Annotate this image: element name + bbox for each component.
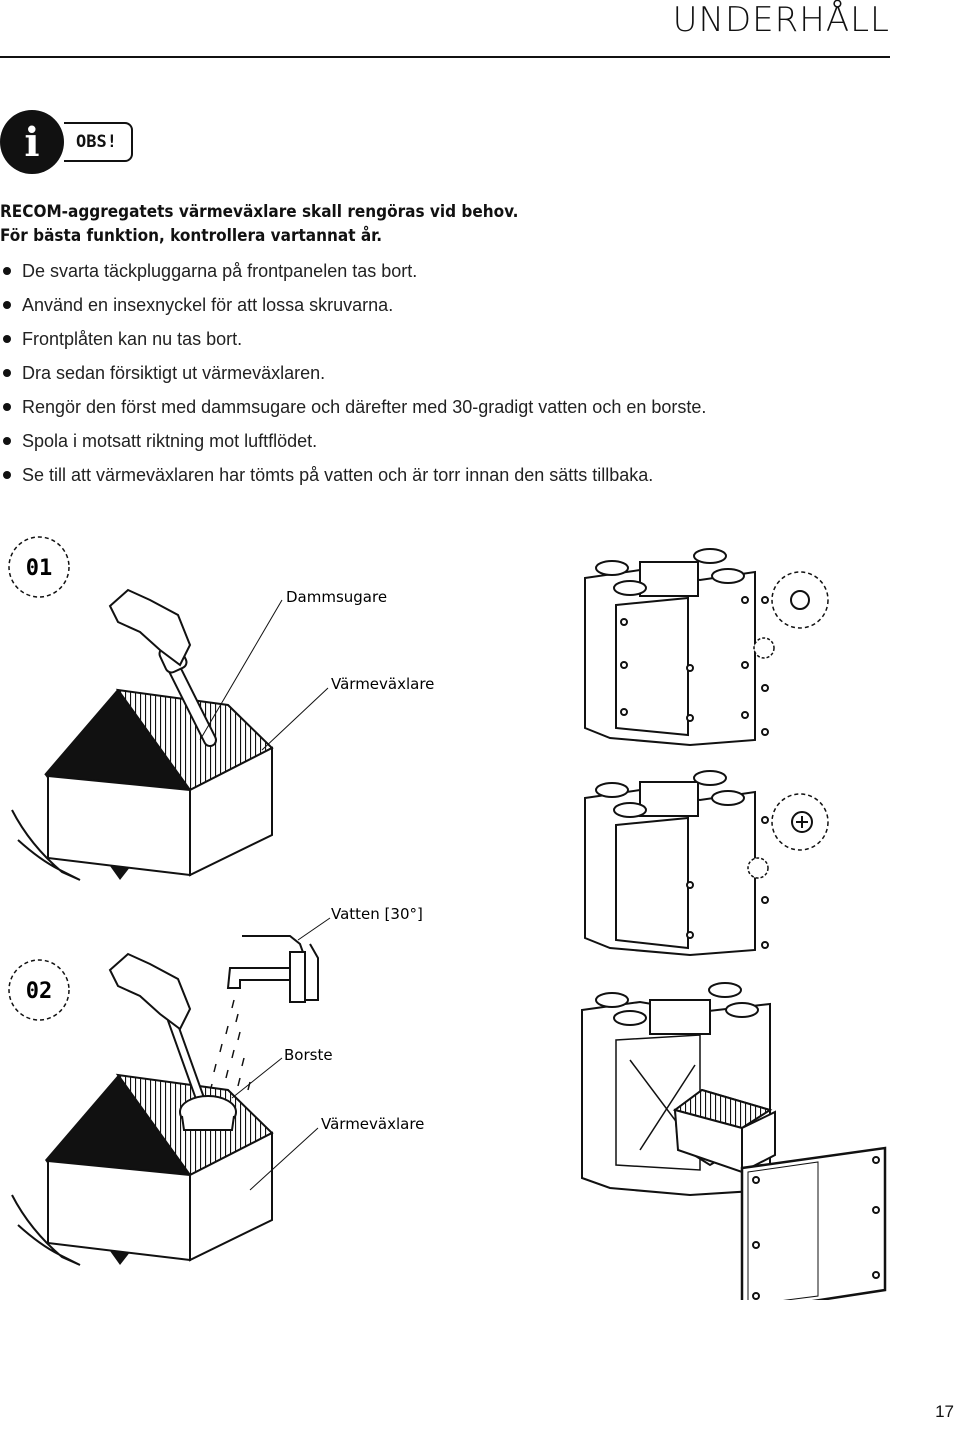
label-vacuum: Dammsugare <box>286 588 387 606</box>
unit-step-b <box>584 770 829 957</box>
step-01-number: 01 <box>26 556 53 581</box>
list-item: Frontplåten kan nu tas bort. <box>0 326 706 360</box>
faucet-icon <box>226 935 319 1003</box>
step-02-illustration: 02 <box>8 905 424 1266</box>
label-brush: Borste <box>284 1046 333 1064</box>
obs-label: OBS! <box>64 122 133 162</box>
header-divider <box>0 56 890 58</box>
label-water: Vatten [30°] <box>331 905 423 923</box>
step-01-badge <box>8 536 70 598</box>
info-icon: i <box>0 110 64 174</box>
list-item: Rengör den först med dammsugare och däre… <box>0 394 706 428</box>
hand-icon <box>11 809 81 881</box>
list-item: Dra sedan försiktigt ut värmeväxlaren. <box>0 360 706 394</box>
page-number: 17 <box>935 1402 954 1421</box>
list-item: De svarta täckpluggarna på frontpanelen … <box>0 258 706 292</box>
list-item: Spola i motsatt riktning mot luftflödet. <box>0 428 706 462</box>
step-02-number: 02 <box>26 979 53 1004</box>
heat-exchanger-1 <box>44 688 274 880</box>
brush-icon <box>167 1015 237 1131</box>
intro-text: RECOM-aggregatets värmeväxlare skall ren… <box>0 200 519 248</box>
section-title: UNDERHÅLL <box>672 0 890 40</box>
water-spray <box>209 999 251 1093</box>
list-item: Använd en insexnyckel för att lossa skru… <box>0 292 706 326</box>
instruction-list: De svarta täckpluggarna på frontpanelen … <box>0 258 706 496</box>
unit-step-c <box>581 982 887 1300</box>
step-02-badge <box>8 959 70 1021</box>
list-item: Se till att värmeväxlaren har tömts på v… <box>0 462 706 496</box>
hand-icon <box>108 588 192 667</box>
step-01-illustration: 01 Dammsugare Värmeväxlare <box>8 536 434 881</box>
label-heat-exchanger: Värmeväxlare <box>321 1115 424 1133</box>
label-heat-exchanger: Värmeväxlare <box>331 675 434 693</box>
unit-step-a <box>584 548 829 747</box>
intro-line-2: För bästa funktion, kontrollera vartanna… <box>0 226 383 246</box>
hand-icon <box>11 1194 81 1266</box>
heat-exchanger-2 <box>45 1073 274 1265</box>
maintenance-illustration: 01 Dammsugare Värmeväxlare 02 <box>8 536 887 1300</box>
intro-line-1: RECOM-aggregatets värmeväxlare skall ren… <box>0 202 519 222</box>
hand-icon <box>108 952 192 1031</box>
